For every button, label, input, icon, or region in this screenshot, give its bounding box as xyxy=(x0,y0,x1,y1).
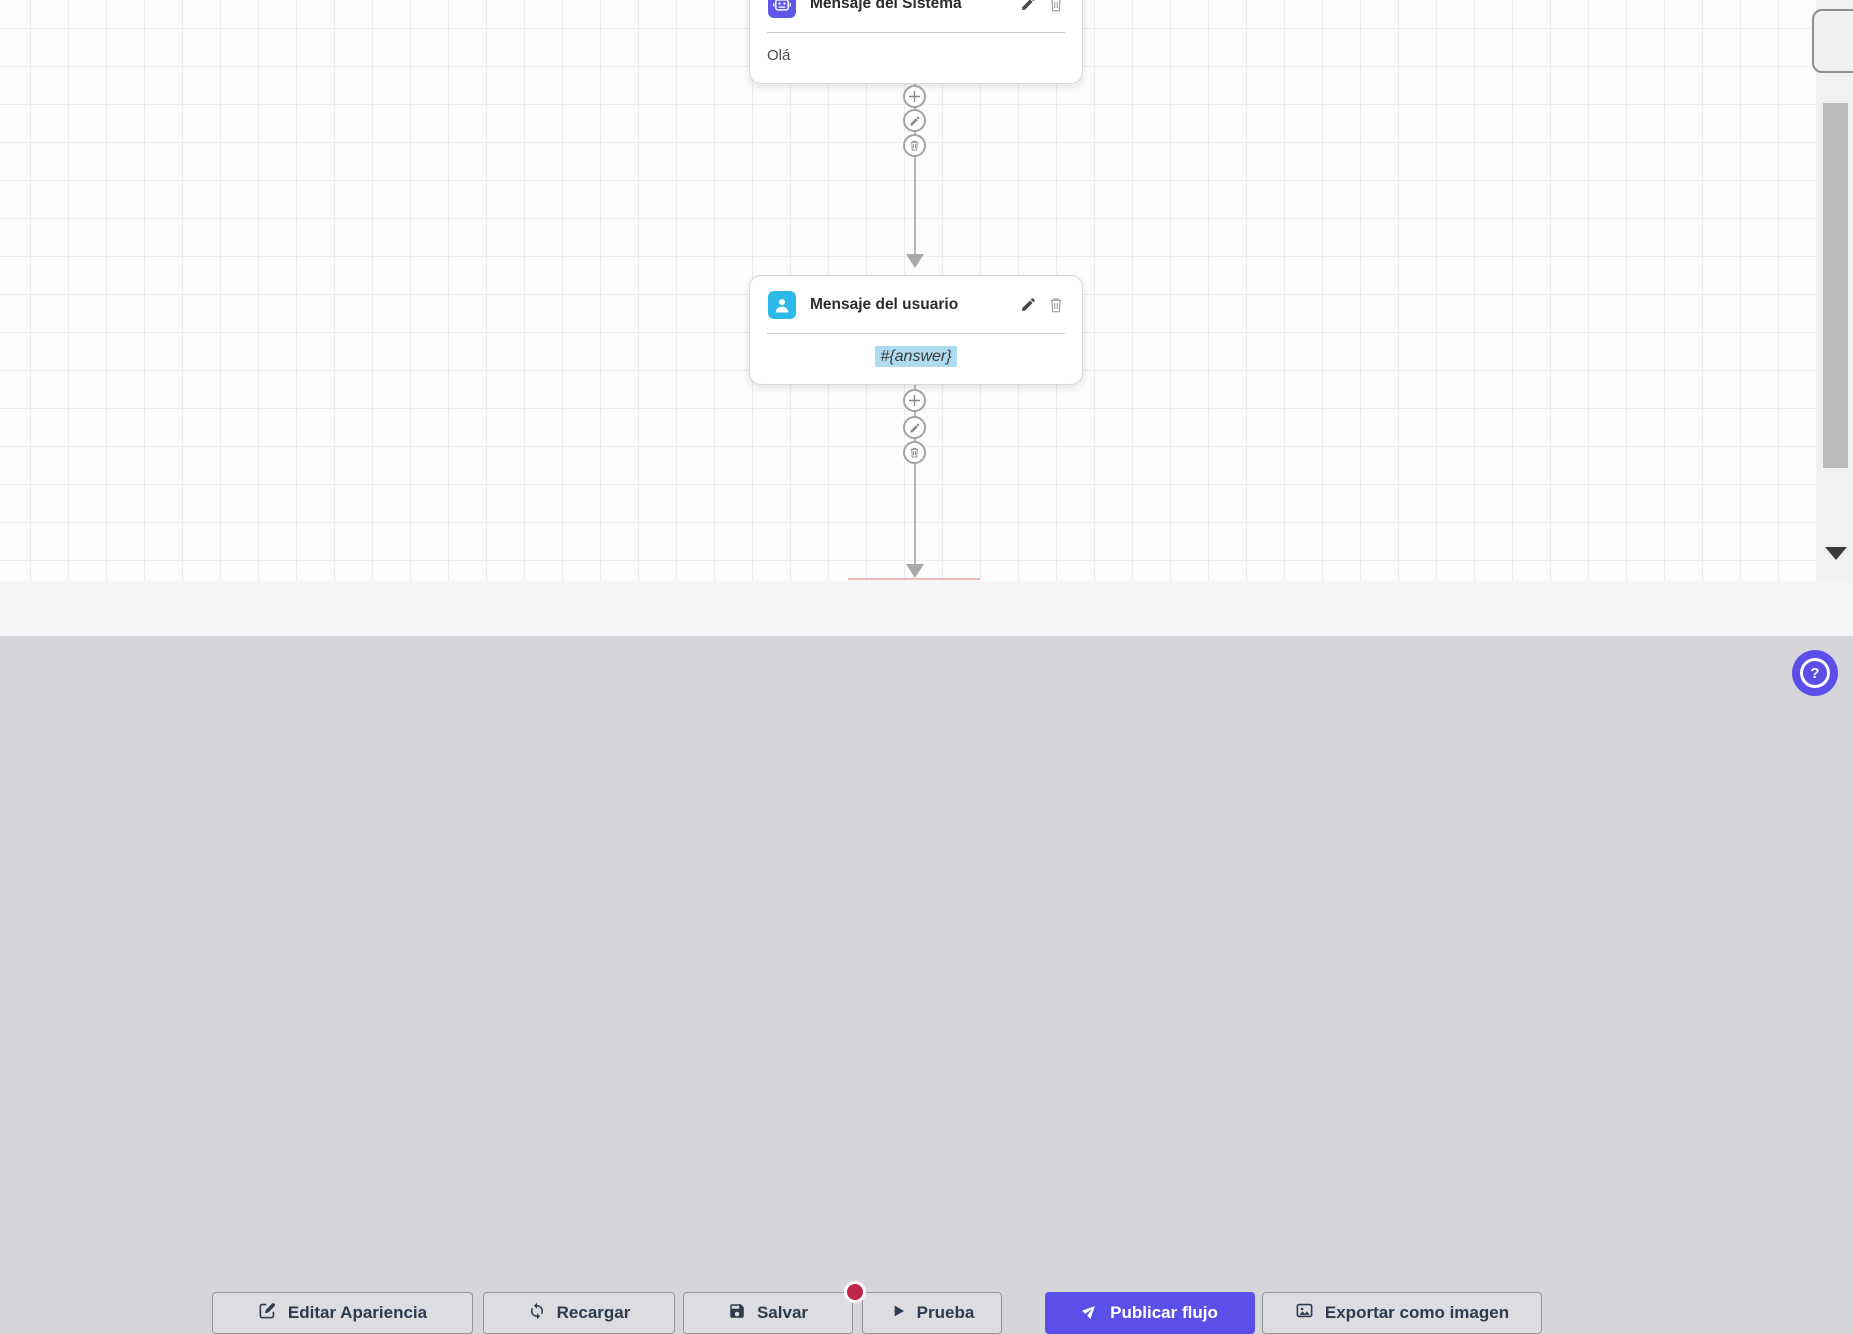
delete-connector-button[interactable] xyxy=(903,441,926,464)
delete-node-icon[interactable] xyxy=(1048,0,1064,13)
export-image-button[interactable]: Exportar como imagen xyxy=(1262,1292,1542,1334)
edit-node-icon[interactable] xyxy=(1020,296,1037,313)
user-icon xyxy=(768,290,796,319)
connector-line-2 xyxy=(914,383,916,566)
edit-node-icon[interactable] xyxy=(1020,0,1037,12)
connector-line-1 xyxy=(914,80,916,256)
next-node-top-edge xyxy=(848,578,980,580)
image-icon xyxy=(1295,1301,1314,1325)
save-icon xyxy=(728,1302,746,1325)
test-button[interactable]: Prueba xyxy=(862,1292,1002,1334)
scroll-down-arrow-icon[interactable] xyxy=(1825,547,1847,560)
add-block-button[interactable] xyxy=(903,389,926,412)
connector-arrow-1 xyxy=(906,254,924,268)
delete-connector-button[interactable] xyxy=(903,134,926,157)
edit-appearance-icon xyxy=(258,1301,277,1325)
play-icon xyxy=(890,1303,906,1324)
bottom-toolbar: Editar Apariencia Recargar Salvar Prueba xyxy=(0,636,1853,1334)
delete-node-icon[interactable] xyxy=(1048,296,1064,314)
node-content: #{answer} xyxy=(750,334,1082,384)
vertical-scrollbar-thumb[interactable] xyxy=(1823,103,1848,468)
save-button[interactable]: Salvar xyxy=(683,1292,853,1334)
edit-connector-button[interactable] xyxy=(903,109,926,132)
connector-arrow-2 xyxy=(906,564,924,578)
edit-connector-button[interactable] xyxy=(903,416,926,439)
variable-chip: #{answer} xyxy=(875,346,957,367)
node-title: Mensaje del Sistema xyxy=(810,0,962,12)
canvas-footer-strip xyxy=(0,581,1853,636)
rocket-icon xyxy=(1082,1302,1099,1324)
question-icon: ? xyxy=(1800,658,1830,688)
help-button[interactable]: ? xyxy=(1792,650,1838,696)
node-divider xyxy=(767,333,1065,334)
node-header: Mensaje del Sistema xyxy=(750,0,1082,32)
node-content: Olá xyxy=(767,47,791,64)
refresh-icon xyxy=(528,1302,546,1325)
node-user-message[interactable]: Mensaje del usuario #{answer} xyxy=(749,275,1083,385)
add-block-button[interactable] xyxy=(903,85,926,108)
node-title: Mensaje del usuario xyxy=(810,295,959,313)
edit-appearance-button[interactable]: Editar Apariencia xyxy=(212,1292,473,1334)
cutoff-panel xyxy=(1812,9,1853,73)
unsaved-changes-badge xyxy=(844,1281,866,1303)
node-header: Mensaje del usuario xyxy=(750,276,1082,333)
flow-canvas[interactable]: Mensaje del Sistema Olá xyxy=(0,0,1816,581)
robot-icon xyxy=(768,0,796,18)
node-system-message[interactable]: Mensaje del Sistema Olá xyxy=(749,0,1083,84)
publish-flow-button[interactable]: Publicar flujo xyxy=(1045,1292,1255,1334)
node-divider xyxy=(767,32,1065,33)
reload-button[interactable]: Recargar xyxy=(483,1292,675,1334)
